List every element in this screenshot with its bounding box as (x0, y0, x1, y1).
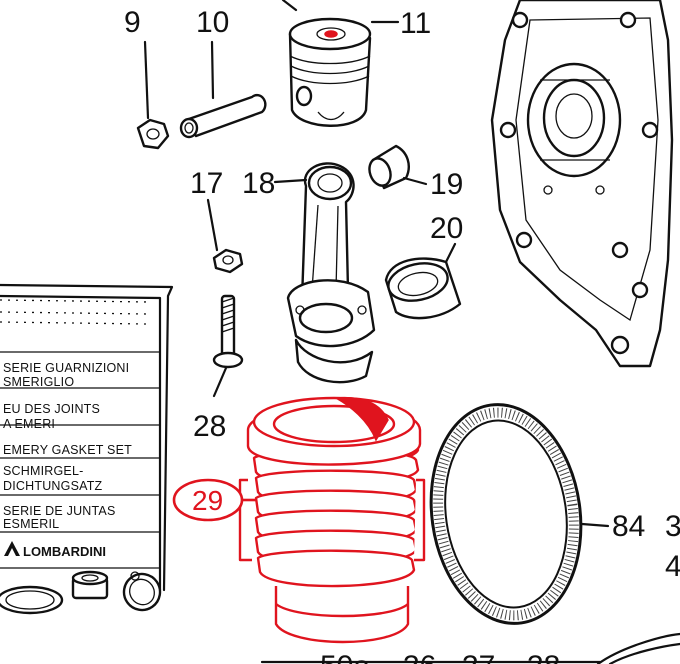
small-gasket-parts (0, 570, 162, 615)
box-text-german-2: DICHTUNGSATZ (3, 479, 103, 493)
part-10-piston-pin (179, 40, 267, 139)
crankcase-housing (490, 0, 674, 368)
label-4-partial: 4 (665, 550, 680, 583)
part-20-bearing (384, 242, 462, 320)
label-9: 9 (124, 6, 141, 39)
box-text-spanish-1: SERIE DE JUNTAS (3, 504, 116, 518)
label-18: 18 (242, 167, 275, 200)
lombardini-logo-icon (4, 541, 20, 556)
label-11: 11 (400, 7, 431, 40)
part-18-connecting-rod (273, 162, 376, 384)
lombardini-logo-text: LOMBARDINI (23, 544, 106, 559)
bottom-cut-off-row (260, 632, 680, 664)
label-84: 84 (612, 510, 645, 543)
label-29: 29 (192, 485, 223, 516)
label-19: 19 (430, 168, 463, 201)
label-50a-partial: 50a (320, 650, 370, 664)
label-36-partial: 36 (403, 650, 436, 664)
label-20: 20 (430, 212, 463, 245)
label-37-partial: 37 (462, 650, 495, 664)
label-10: 10 (196, 6, 229, 39)
box-text-french-2: A EMERI (3, 417, 55, 431)
box-text-italian-2: SMERIGLIO (3, 375, 74, 389)
box-text-english: EMERY GASKET SET (3, 443, 132, 457)
part-84-gasket (429, 403, 610, 625)
part-9-nut (136, 40, 170, 150)
box-text-spanish-2: ESMERIL (3, 517, 59, 531)
part-28-stud (212, 294, 244, 398)
part-29-cylinder (172, 396, 426, 644)
box-text-french-1: EU DES JOINTS (3, 402, 100, 416)
box-text-italian-1: SERIE GUARNIZIONI (3, 361, 129, 375)
label-28: 28 (193, 410, 226, 443)
part-17-nut (206, 198, 244, 274)
part-11-piston (281, 0, 400, 127)
gasket-set-box: SERIE GUARNIZIONI SMERIGLIO EU DES JOINT… (0, 283, 174, 592)
part-19-small-bush (368, 144, 428, 190)
label-3-partial: 3 (665, 510, 680, 543)
box-text-german-1: SCHMIRGEL- (3, 464, 83, 478)
label-17: 17 (190, 167, 223, 200)
label-38-partial: 38 (527, 650, 560, 664)
